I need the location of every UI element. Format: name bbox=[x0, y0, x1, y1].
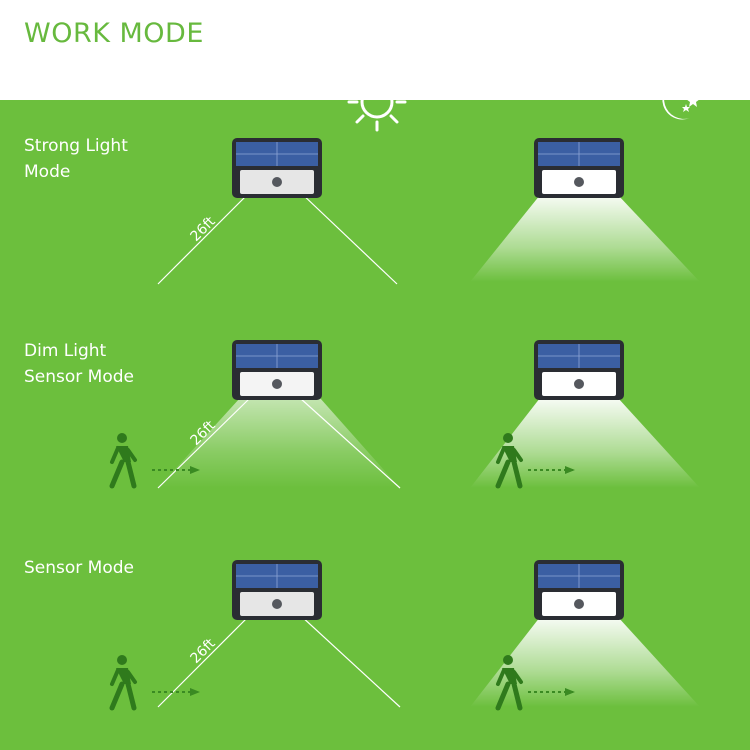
distance-label: 26ft bbox=[188, 213, 219, 244]
row-dim-light: 26ft bbox=[109, 340, 700, 489]
motion-arrow-icon bbox=[152, 688, 200, 696]
motion-arrow-icon bbox=[528, 466, 575, 474]
distance-label: 26ft bbox=[188, 635, 219, 666]
mode-label-strong: Strong Light Mode bbox=[24, 133, 128, 185]
mode-label-line2: Sensor Mode bbox=[24, 367, 134, 387]
mode-label-sensor: Sensor Mode bbox=[24, 555, 134, 581]
mode-label-line1: Strong Light bbox=[24, 136, 128, 156]
range-line bbox=[157, 397, 251, 489]
motion-arrow-icon bbox=[152, 466, 200, 474]
light-beam bbox=[470, 195, 700, 282]
light-beam bbox=[470, 617, 700, 707]
solar-light-off bbox=[232, 560, 322, 620]
page-title: WORK MODE bbox=[24, 18, 204, 49]
row-strong-light: 26ft bbox=[157, 138, 700, 285]
range-line bbox=[299, 191, 398, 285]
row-sensor: 26ft bbox=[109, 560, 700, 711]
solar-light-on bbox=[534, 138, 624, 198]
moon-stars-icon bbox=[662, 80, 700, 120]
solar-light-on bbox=[534, 340, 624, 400]
walking-person-icon bbox=[109, 433, 137, 489]
solar-light-dim bbox=[232, 340, 322, 400]
motion-arrow-icon bbox=[528, 688, 575, 696]
range-line bbox=[157, 614, 251, 708]
range-line bbox=[299, 614, 401, 708]
mode-label-line2: Mode bbox=[24, 162, 71, 182]
light-beam-dim bbox=[158, 398, 400, 488]
range-line bbox=[299, 397, 401, 489]
mode-label-line1: Sensor Mode bbox=[24, 558, 134, 578]
sun-icon bbox=[347, 72, 407, 132]
walking-person-icon bbox=[495, 433, 523, 489]
walking-person-icon bbox=[109, 655, 137, 711]
solar-light-on bbox=[534, 560, 624, 620]
mode-label-dim: Dim Light Sensor Mode bbox=[24, 338, 134, 390]
light-beam bbox=[470, 398, 700, 488]
mode-label-line1: Dim Light bbox=[24, 341, 107, 361]
solar-light-off bbox=[232, 138, 322, 198]
walking-person-icon bbox=[495, 655, 523, 711]
range-line bbox=[157, 191, 251, 285]
